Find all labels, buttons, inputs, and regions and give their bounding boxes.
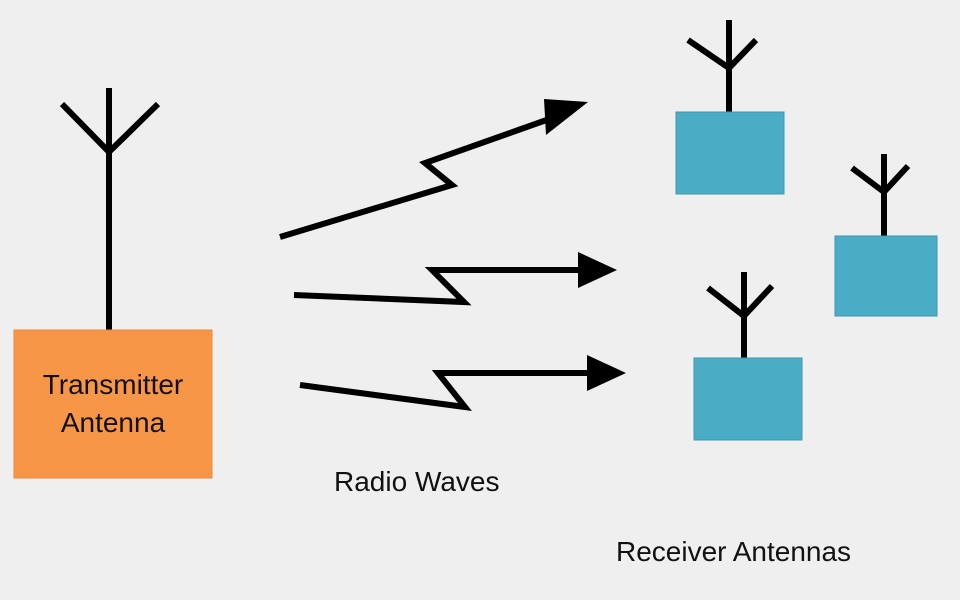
radio-wave-arrow-middle [293,252,617,306]
receiver-3-antenna-icon [706,272,775,358]
receiver-3-box [693,357,803,441]
radio-waves-label: Radio Waves [334,466,500,497]
transmitter-label-line2: Antenna [60,407,166,438]
receiver-1-box [675,111,785,195]
receiver-2-box [834,235,938,317]
transmitter-antenna-icon [59,88,161,330]
transmitter-label-line1: Transmitter [42,369,184,400]
radio-wave-arrow-top [279,99,588,240]
transmitter-box [13,329,213,479]
receiver-antennas-label: Receiver Antennas [616,536,852,567]
receiver-1-antenna-icon [686,20,759,112]
radio-wave-arrow-bottom [299,355,626,411]
receiver-2-antenna-icon [850,154,911,236]
transmitter-label: Transmitter Antenna [14,330,212,478]
